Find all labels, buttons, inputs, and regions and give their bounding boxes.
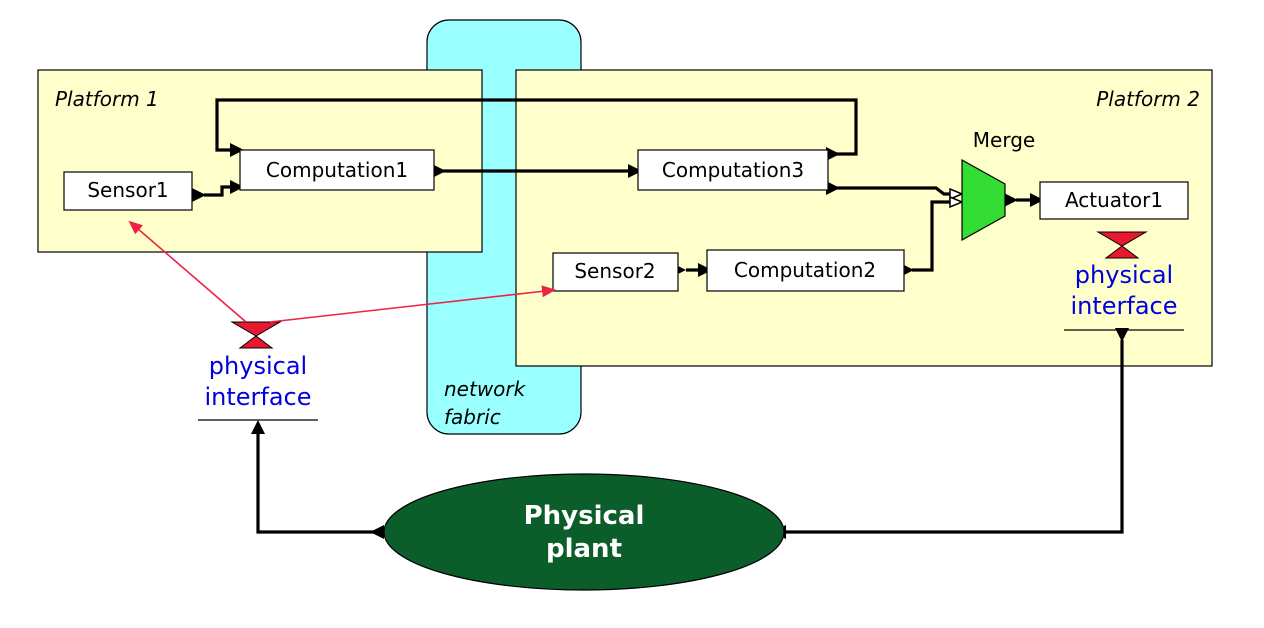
- merge-input-port-bottom: [949, 195, 964, 209]
- arrow-into-right-interface: [1115, 328, 1129, 342]
- left-interface-label-line1: physical: [209, 352, 307, 380]
- computation1-label: Computation1: [266, 158, 408, 182]
- arrow-into-left-interface: [251, 420, 265, 434]
- merge-input-port-top: [949, 187, 964, 201]
- wire-comp3-feedback: [215, 98, 858, 156]
- sensor1-block[interactable]: [63, 171, 193, 211]
- merge-output-port: [1004, 193, 1018, 207]
- sensor2-block[interactable]: [552, 252, 679, 292]
- left-physical-interface-icon: [230, 321, 282, 349]
- right-physical-interface-icon: [1096, 231, 1148, 259]
- comp1-input-port-top: [230, 143, 244, 157]
- left-interface-label-line2: interface: [204, 383, 311, 411]
- physical-plant[interactable]: [383, 473, 785, 591]
- physical-plant-label-line2: plant: [546, 534, 622, 564]
- merge-block[interactable]: [961, 158, 1006, 242]
- wire-actuator-interface-to-plant: [780, 340, 1124, 534]
- comp3-output-port-bottom: [826, 181, 840, 195]
- sensor2-label: Sensor2: [574, 259, 655, 283]
- merge-label: Merge: [973, 128, 1035, 152]
- wire-plant-to-sensor-interface: [256, 432, 378, 534]
- computation1-block[interactable]: [239, 149, 435, 191]
- wire-comp2-merge: [912, 200, 960, 272]
- comp1-input-port-bottom: [230, 180, 244, 194]
- red-link-to-sensor1: [128, 220, 247, 323]
- actuator1-input-port: [1030, 193, 1044, 207]
- network-fabric-label-line2: fabric: [444, 405, 501, 429]
- right-interface-label-line2: interface: [1070, 292, 1177, 320]
- right-interface-label-line1: physical: [1075, 261, 1173, 289]
- network-fabric-label-line1: network: [444, 377, 527, 401]
- actuator1-block[interactable]: [1039, 181, 1189, 220]
- red-link-to-sensor2: [269, 285, 556, 323]
- comp2-input-port: [698, 263, 712, 277]
- plant-loop-wires: [256, 340, 1124, 534]
- merge-input-ports: [949, 187, 964, 209]
- platform-2-label: Platform 2: [1096, 87, 1200, 111]
- sensor1-output-port: [192, 188, 206, 202]
- comp3-input-port: [628, 164, 642, 178]
- computation2-label: Computation2: [734, 258, 876, 282]
- computation3-label: Computation3: [662, 158, 804, 182]
- computation2-block[interactable]: [706, 249, 905, 292]
- sensor1-label: Sensor1: [87, 178, 168, 202]
- comp3-output-port-top: [826, 147, 840, 161]
- physical-plant-label-line1: Physical: [524, 501, 645, 531]
- comp1-output-port: [432, 164, 446, 178]
- computation3-block[interactable]: [637, 149, 829, 191]
- actuator1-label: Actuator1: [1065, 188, 1163, 212]
- platform-1-label: Platform 1: [55, 87, 159, 111]
- arrow-out-of-plant: [370, 525, 384, 539]
